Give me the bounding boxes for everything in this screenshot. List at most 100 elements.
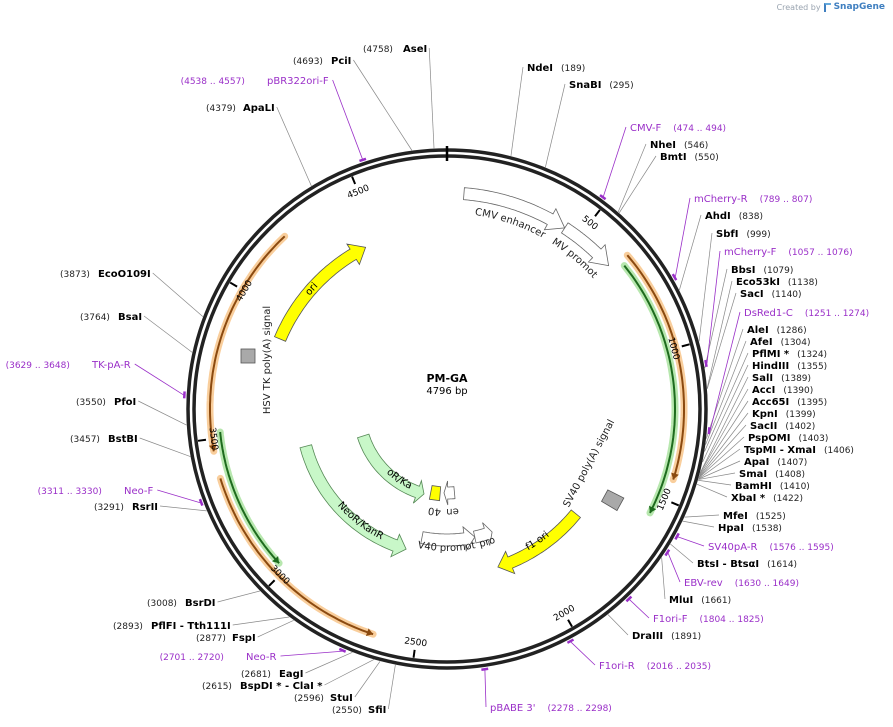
enzyme-hindiii[interactable]: HindIII bbox=[752, 361, 789, 372]
primer-mcherry-f[interactable]: mCherry-F bbox=[724, 247, 777, 258]
enzyme-position: (1410) bbox=[780, 482, 810, 492]
enzyme-xbai[interactable]: XbaI * bbox=[731, 493, 766, 504]
feature-sv40-polya[interactable] bbox=[600, 489, 625, 512]
enzyme-apali[interactable]: ApaLI bbox=[243, 103, 275, 114]
enzyme-alei[interactable]: AleI bbox=[747, 325, 769, 336]
primer-mcherry-r[interactable]: mCherry-R bbox=[694, 194, 748, 205]
enzyme-fspi[interactable]: FspI bbox=[232, 633, 256, 644]
enzyme-position: (4693) bbox=[293, 57, 323, 67]
enzyme-bamhi[interactable]: BamHI bbox=[735, 481, 772, 492]
enzyme-pcii[interactable]: PciI bbox=[331, 56, 351, 67]
primer-position: (2278 .. 2298) bbox=[548, 704, 612, 714]
primer-position: (1251 .. 1274) bbox=[805, 309, 869, 319]
enzyme-eagi[interactable]: EagI bbox=[279, 669, 303, 680]
enzyme-eco53ki[interactable]: Eco53kI bbox=[736, 277, 780, 288]
tick-mark bbox=[351, 176, 357, 185]
enzyme-bspdi-clai[interactable]: BspDI * - ClaI * bbox=[240, 681, 323, 692]
enzyme-position: (4379) bbox=[206, 104, 236, 114]
enzyme-pflmi[interactable]: PflMI * bbox=[752, 349, 790, 360]
orf-orange-1[interactable] bbox=[626, 254, 685, 480]
primer-f1ori-f[interactable]: F1ori-F bbox=[653, 614, 688, 625]
enzyme-position: (1140) bbox=[772, 290, 802, 300]
primer-position: (2701 .. 2720) bbox=[160, 653, 224, 663]
feature-ori[interactable] bbox=[273, 243, 367, 342]
enzyme-bbsi[interactable]: BbsI bbox=[731, 265, 755, 276]
tick-mark bbox=[670, 501, 680, 507]
feature-label-neor-kanr-outer: NeoR/KanR bbox=[335, 500, 385, 542]
enzyme-ahdi[interactable]: AhdI bbox=[705, 211, 731, 222]
enzyme-kpni[interactable]: KpnI bbox=[752, 409, 778, 420]
enzyme-bstbi[interactable]: BstBI bbox=[108, 434, 138, 445]
feature-sv40-ori[interactable] bbox=[428, 485, 442, 502]
primer-cmv-f[interactable]: CMV-F bbox=[630, 123, 661, 134]
enzyme-afei[interactable]: AfeI bbox=[750, 337, 773, 348]
primer-marker bbox=[599, 194, 607, 201]
enzyme-snabi[interactable]: SnaBI bbox=[569, 80, 601, 91]
enzyme-sali[interactable]: SalI bbox=[752, 373, 773, 384]
primer-tk-pa-r[interactable]: TK-pA-R bbox=[91, 360, 131, 371]
feature-cmv-promoter[interactable] bbox=[560, 222, 610, 267]
feature-hsv-tk-polya[interactable] bbox=[240, 348, 256, 364]
enzyme-mfei[interactable]: MfeI bbox=[723, 511, 748, 522]
enzyme-apai[interactable]: ApaI bbox=[744, 457, 769, 468]
enzyme-hpai[interactable]: HpaI bbox=[718, 523, 744, 534]
enzyme-draiii[interactable]: DraIII bbox=[632, 631, 663, 642]
plasmid-length: 4796 bp bbox=[426, 386, 467, 397]
enzyme-bmti[interactable]: BmtI bbox=[660, 152, 687, 163]
primer-neo-r[interactable]: Neo-R bbox=[246, 652, 277, 663]
enzyme-btsi-bts-i[interactable]: BtsI - BtsαI bbox=[697, 559, 759, 570]
primer-ebv-rev[interactable]: EBV-rev bbox=[684, 578, 723, 589]
enzyme-sacii[interactable]: SacII bbox=[750, 421, 777, 432]
enzyme-acc65i[interactable]: Acc65I bbox=[752, 397, 789, 408]
orf-green-1[interactable] bbox=[623, 264, 676, 514]
feature-f1-ori[interactable] bbox=[497, 509, 582, 575]
orf-orange-3[interactable] bbox=[209, 235, 286, 452]
feature-neor-kanr-outer[interactable] bbox=[299, 444, 407, 558]
enzyme-pspomi[interactable]: PspOMI bbox=[748, 433, 790, 444]
primer-marker bbox=[671, 273, 678, 281]
enzyme-tspmi-xmai[interactable]: TspMI - XmaI bbox=[744, 445, 816, 456]
enzyme-acci[interactable]: AccI bbox=[752, 385, 775, 396]
enzyme-position: (3008) bbox=[147, 599, 177, 609]
enzyme-rsrii[interactable]: RsrII bbox=[132, 502, 158, 513]
enzyme-saci[interactable]: SacI bbox=[740, 289, 764, 300]
enzyme-sbfi[interactable]: SbfI bbox=[716, 229, 738, 240]
feature-sv40-promoter[interactable] bbox=[420, 525, 476, 552]
enzyme-smai[interactable]: SmaI bbox=[739, 469, 767, 480]
enzyme-position: (2596) bbox=[294, 694, 324, 704]
primer-marker bbox=[338, 647, 347, 653]
primer-dsred1-c[interactable]: DsRed1-C bbox=[744, 308, 793, 319]
enzyme-position: (546) bbox=[684, 141, 708, 151]
primer-marker bbox=[481, 667, 489, 671]
enzyme-pflfi-tth111i[interactable]: PflFI - Tth111I bbox=[151, 621, 231, 632]
primer-f1ori-r[interactable]: F1ori-R bbox=[599, 661, 635, 672]
enzyme-ecoo109i[interactable]: EcoO109I bbox=[98, 269, 151, 280]
enzyme-position: (4758) bbox=[363, 45, 393, 55]
orf-orange-2[interactable] bbox=[219, 478, 374, 636]
enzyme-stui[interactable]: StuI bbox=[330, 693, 353, 704]
orf-green-2[interactable] bbox=[219, 431, 280, 564]
primer-neo-f[interactable]: Neo-F bbox=[124, 486, 154, 497]
primer-position: (474 .. 494) bbox=[673, 124, 726, 134]
primer-pbabe-3[interactable]: pBABE 3' bbox=[490, 703, 536, 714]
feature-sv40-enhancer[interactable] bbox=[443, 480, 456, 506]
enzyme-bsrdi[interactable]: BsrDI bbox=[185, 598, 216, 609]
enzyme-sfii[interactable]: SfiI bbox=[368, 705, 386, 716]
primer-pbr322ori-f[interactable]: pBR322ori-F bbox=[267, 76, 329, 87]
primer-leader-line bbox=[709, 311, 741, 431]
enzyme-bsai[interactable]: BsaI bbox=[118, 312, 142, 323]
enzyme-pfoi[interactable]: PfoI bbox=[114, 397, 136, 408]
enzyme-ndei[interactable]: NdeI bbox=[527, 63, 553, 74]
primer-sv40pa-r[interactable]: SV40pA-R bbox=[708, 542, 757, 553]
enzyme-leader-line bbox=[670, 543, 694, 564]
enzyme-position: (1406) bbox=[824, 446, 854, 456]
enzyme-mlui[interactable]: MluI bbox=[669, 595, 693, 606]
enzyme-leader-line bbox=[699, 388, 749, 474]
feature-neor-kanr-inner[interactable] bbox=[356, 433, 425, 504]
snapgene-name: SnapGene bbox=[833, 2, 885, 12]
orf-orange-3-glow bbox=[206, 232, 289, 455]
enzyme-asei[interactable]: AseI bbox=[403, 44, 427, 55]
enzyme-nhei[interactable]: NheI bbox=[650, 140, 676, 151]
enzyme-leader-line bbox=[702, 364, 749, 463]
feature-cmv-enhancer[interactable] bbox=[463, 187, 566, 231]
